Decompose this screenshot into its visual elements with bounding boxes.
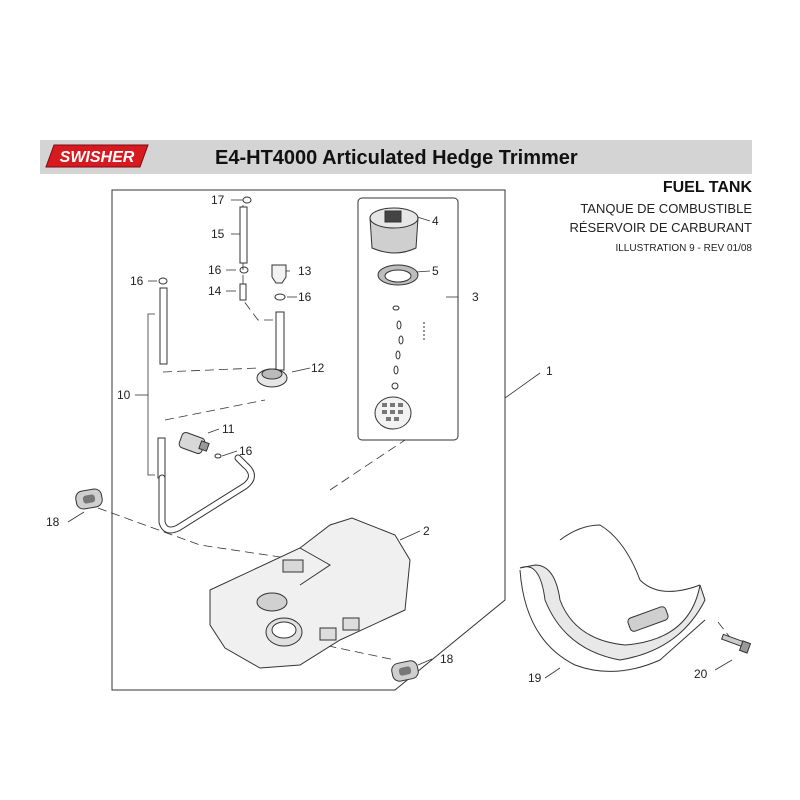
- cap-kit-outline: [357, 197, 459, 441]
- screw-20-icon: [720, 633, 752, 654]
- fuel-filter-11-icon: [178, 432, 210, 454]
- mount-18a-icon: [75, 488, 103, 510]
- callout-13: 13: [298, 264, 312, 278]
- oring-16a-icon: [239, 266, 249, 274]
- fuel-line-10b-icon: [157, 437, 166, 479]
- callout-5: 5: [432, 264, 439, 278]
- fuel-line-10a-icon: [159, 287, 168, 365]
- callout-18: 18: [46, 515, 60, 529]
- cap-chain-icon: [391, 305, 425, 390]
- fuel-tank-2-icon: [209, 517, 411, 669]
- callout-11: 11: [222, 422, 235, 436]
- page-title: E4-HT4000 Articulated Hedge Trimmer: [215, 147, 578, 169]
- section-title-fr: RÉSERVOIR DE CARBURANT: [569, 220, 752, 235]
- tank-bracket-19-icon: [519, 524, 706, 672]
- callout-14: 14: [208, 284, 222, 298]
- callout-17: 17: [211, 193, 225, 207]
- fuel-cap-4-icon: [369, 207, 419, 254]
- callout-4: 4: [432, 214, 439, 228]
- filter-13-icon: [271, 264, 287, 284]
- logo-text: SWISHER: [60, 149, 135, 166]
- callout-16: 16: [239, 444, 253, 458]
- strainer-icon: [374, 396, 412, 430]
- assembly-outline: [111, 189, 506, 691]
- callout-16: 16: [298, 290, 312, 304]
- illustration-revision: ILLUSTRATION 9 - REV 01/08: [615, 243, 752, 254]
- oring-16c-icon: [158, 277, 168, 285]
- callout-15: 15: [211, 227, 225, 241]
- callout-16: 16: [208, 263, 222, 277]
- fuel-line-10c-icon: [158, 454, 255, 534]
- callout-1: 1: [546, 364, 553, 378]
- swisher-logo: SWISHER: [45, 144, 149, 168]
- mount-18b-icon: [391, 660, 419, 682]
- tube-15-icon: [239, 206, 248, 264]
- oring-16d-icon: [214, 453, 222, 459]
- callout-20: 20: [694, 667, 708, 681]
- fitting-14-icon: [239, 283, 247, 301]
- section-title-es: TANQUE DE COMBUSTIBLE: [580, 201, 752, 216]
- header-bar: [40, 140, 752, 174]
- callout-10: 10: [117, 388, 131, 402]
- section-title-en: FUEL TANK: [662, 179, 752, 196]
- callout-12: 12: [311, 361, 325, 375]
- callout-18: 18: [440, 652, 454, 666]
- oring-17-icon: [242, 196, 252, 204]
- callout-3: 3: [472, 290, 479, 304]
- callout-19: 19: [528, 671, 542, 685]
- callout-2: 2: [423, 524, 430, 538]
- callout-16: 16: [130, 274, 144, 288]
- oring-16b-icon: [274, 293, 286, 301]
